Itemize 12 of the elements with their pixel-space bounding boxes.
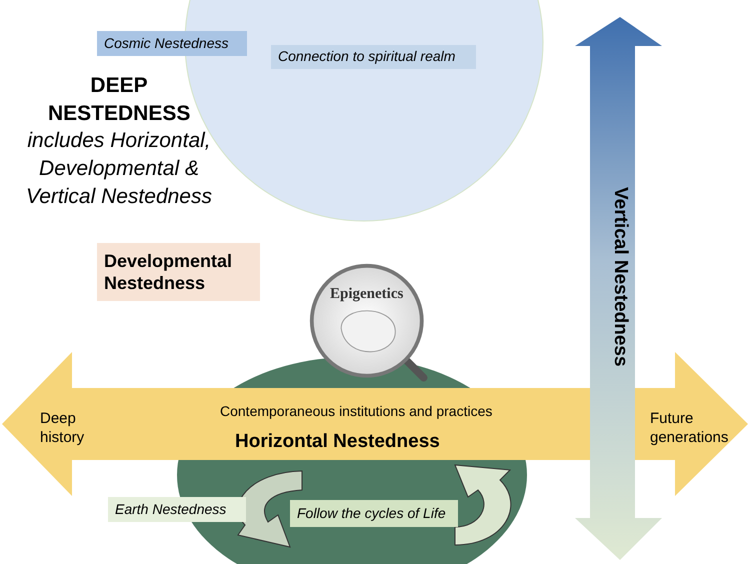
- arrow-label: Deep history: [40, 410, 86, 448]
- text-box: Connection to spiritual realm: [271, 45, 476, 69]
- arrow-label: Horizontal Nestedness: [235, 430, 441, 454]
- text-box: Follow the cycles of Life: [290, 500, 458, 527]
- arrow-label: Contemporaneous institutions and practices: [220, 403, 494, 420]
- text-box: Earth Nestedness: [108, 497, 246, 522]
- text-box: Cosmic Nestedness: [97, 31, 247, 56]
- text-box: Developmental Nestedness: [97, 243, 260, 301]
- lens-label: Epigenetics: [330, 286, 404, 303]
- subheading: includes Horizontal, Developmental & Vertical Nestedness: [25, 128, 213, 210]
- arrow-label: Future generations: [650, 410, 730, 448]
- arrow-label: Vertical Nestedness: [609, 187, 631, 367]
